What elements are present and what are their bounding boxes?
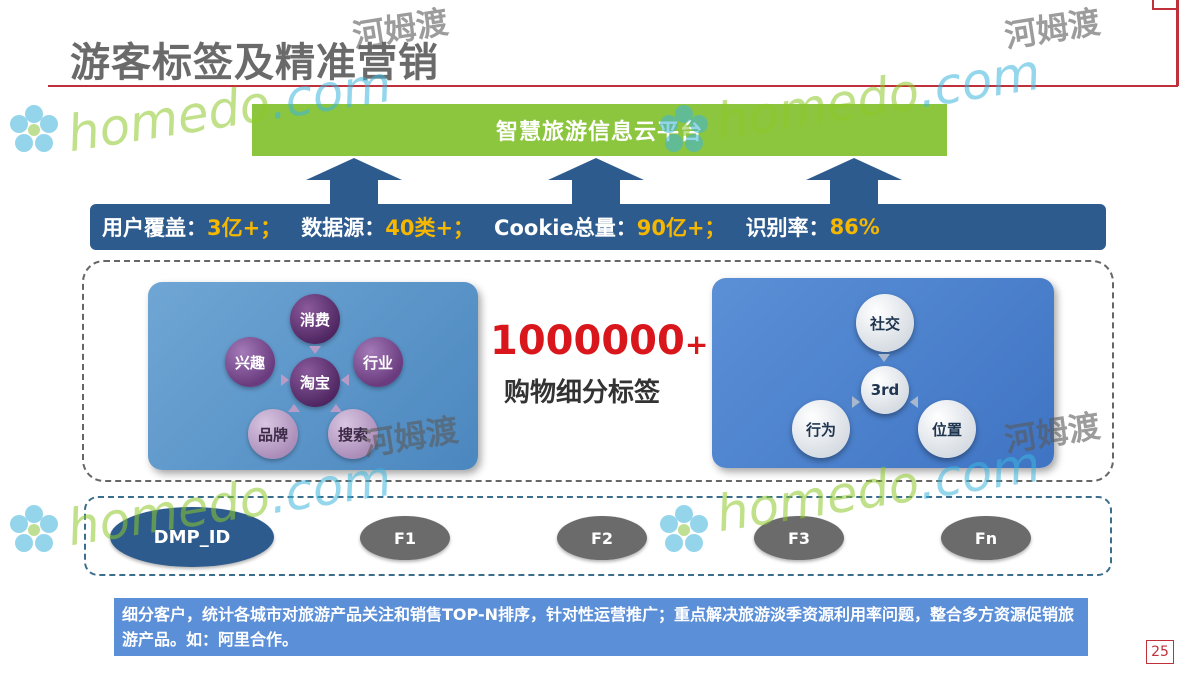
up-arrow-icon xyxy=(306,158,402,204)
node-3rd-center: 3rd xyxy=(861,366,909,414)
taobao-tag-panel: 消费 行业 搜索 品牌 兴趣 淘宝 xyxy=(148,282,478,470)
connector-arrow-icon xyxy=(309,346,321,354)
up-arrow-icon xyxy=(548,158,644,204)
feature-node-f2: F2 xyxy=(557,516,647,560)
slide-title: 游客标签及精准营销 xyxy=(70,40,439,86)
node-interest: 兴趣 xyxy=(225,337,275,387)
feature-node-f3: F3 xyxy=(754,516,844,560)
feature-node-f1: F1 xyxy=(360,516,450,560)
stat-recognition-label: 识别率： xyxy=(745,216,830,240)
node-brand: 品牌 xyxy=(248,409,298,459)
node-industry: 行业 xyxy=(353,337,403,387)
cloud-platform-banner: 智慧旅游信息云平台 xyxy=(252,104,947,156)
connector-arrow-icon xyxy=(852,396,860,408)
node-location: 位置 xyxy=(918,400,976,458)
connector-arrow-icon xyxy=(330,404,342,412)
corner-accent-bar xyxy=(1176,0,1179,86)
watermark-flower-icon xyxy=(10,105,58,152)
third-party-tag-panel: 社交 位置 行为 3rd xyxy=(712,278,1054,468)
title-underline xyxy=(48,85,1178,87)
connector-arrow-icon xyxy=(341,374,349,386)
up-arrow-icon xyxy=(806,158,902,204)
stat-user-coverage-label: 用户覆盖： xyxy=(102,216,207,240)
corner-accent-cap xyxy=(1152,0,1179,10)
stat-data-source-label: 数据源： xyxy=(301,216,386,240)
stat-data-source-value: 40类+； xyxy=(385,216,475,240)
dmp-id-node: DMP_ID xyxy=(110,507,274,567)
node-behavior: 行为 xyxy=(792,400,850,458)
tag-sources-container xyxy=(82,260,1114,482)
watermark-cn: 河姆渡 xyxy=(1001,2,1103,56)
connector-arrow-icon xyxy=(288,404,300,412)
stats-bar: 用户覆盖：3亿+； 数据源：40类+； Cookie总量：90亿+； 识别率：8… xyxy=(90,204,1106,250)
feature-node-fn: Fn xyxy=(941,516,1031,560)
node-consumption: 消费 xyxy=(290,294,340,344)
connector-arrow-icon xyxy=(910,396,918,408)
node-taobao-center: 淘宝 xyxy=(290,357,340,407)
stat-user-coverage-value: 3亿+； xyxy=(207,216,282,240)
id-feature-container xyxy=(84,496,1112,576)
stat-cookie-value: 90亿+； xyxy=(636,216,726,240)
shopping-tag-caption: 购物细分标签 xyxy=(504,378,661,408)
connector-arrow-icon xyxy=(281,374,289,386)
connector-arrow-icon xyxy=(878,354,890,362)
summary-note: 细分客户，统计各城市对旅游产品关注和销售TOP-N排序，针对性运营推广；重点解决… xyxy=(114,598,1088,656)
node-search: 搜索 xyxy=(328,409,378,459)
stat-cookie-label: Cookie总量： xyxy=(494,216,637,240)
node-social: 社交 xyxy=(856,294,914,352)
shopping-tag-count: 1000000+ xyxy=(490,318,709,364)
page-number: 25 xyxy=(1146,640,1174,664)
stat-recognition-value: 86% xyxy=(829,215,880,239)
watermark-flower-icon xyxy=(10,505,58,552)
